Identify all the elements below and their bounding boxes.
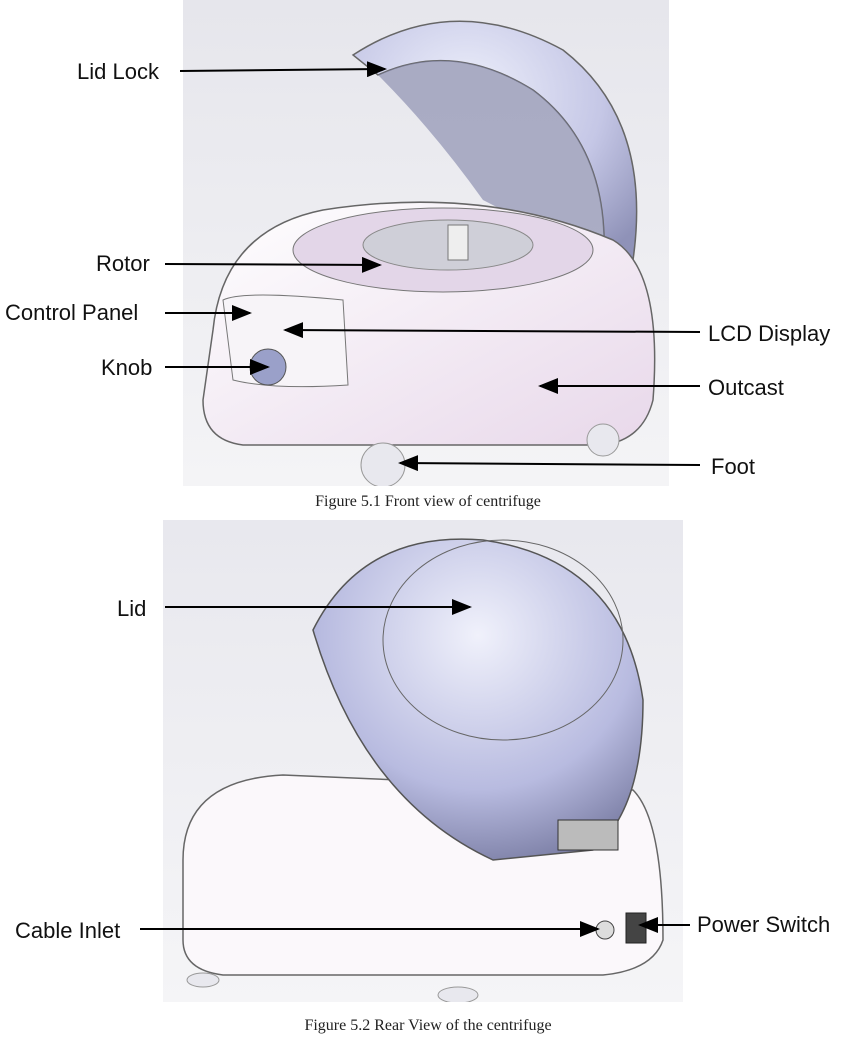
front-view-illustration bbox=[183, 0, 669, 486]
label-outcast: Outcast bbox=[708, 375, 784, 400]
label-lid-lock: Lid Lock bbox=[77, 59, 159, 84]
lid-lock-arrow bbox=[179, 61, 387, 78]
label-power-switch: Power Switch bbox=[697, 912, 831, 937]
figure-caption: Figure 5.2 Rear View of the centrifuge bbox=[304, 1017, 552, 1034]
foot-arrow bbox=[398, 455, 701, 472]
label-foot: Foot bbox=[711, 454, 756, 479]
label-rotor: Rotor bbox=[96, 251, 150, 276]
label-lcd-display: LCD Display bbox=[708, 321, 831, 346]
label-lid: Lid bbox=[117, 596, 147, 621]
label-control-panel: Control Panel bbox=[5, 300, 139, 325]
label-cable-inlet: Cable Inlet bbox=[15, 918, 121, 943]
rotor-arrow bbox=[164, 256, 382, 273]
label-knob: Knob bbox=[101, 355, 153, 380]
lcd-display-arrow bbox=[283, 322, 701, 339]
figure-caption: Figure 5.1 Front view of centrifuge bbox=[315, 493, 541, 510]
